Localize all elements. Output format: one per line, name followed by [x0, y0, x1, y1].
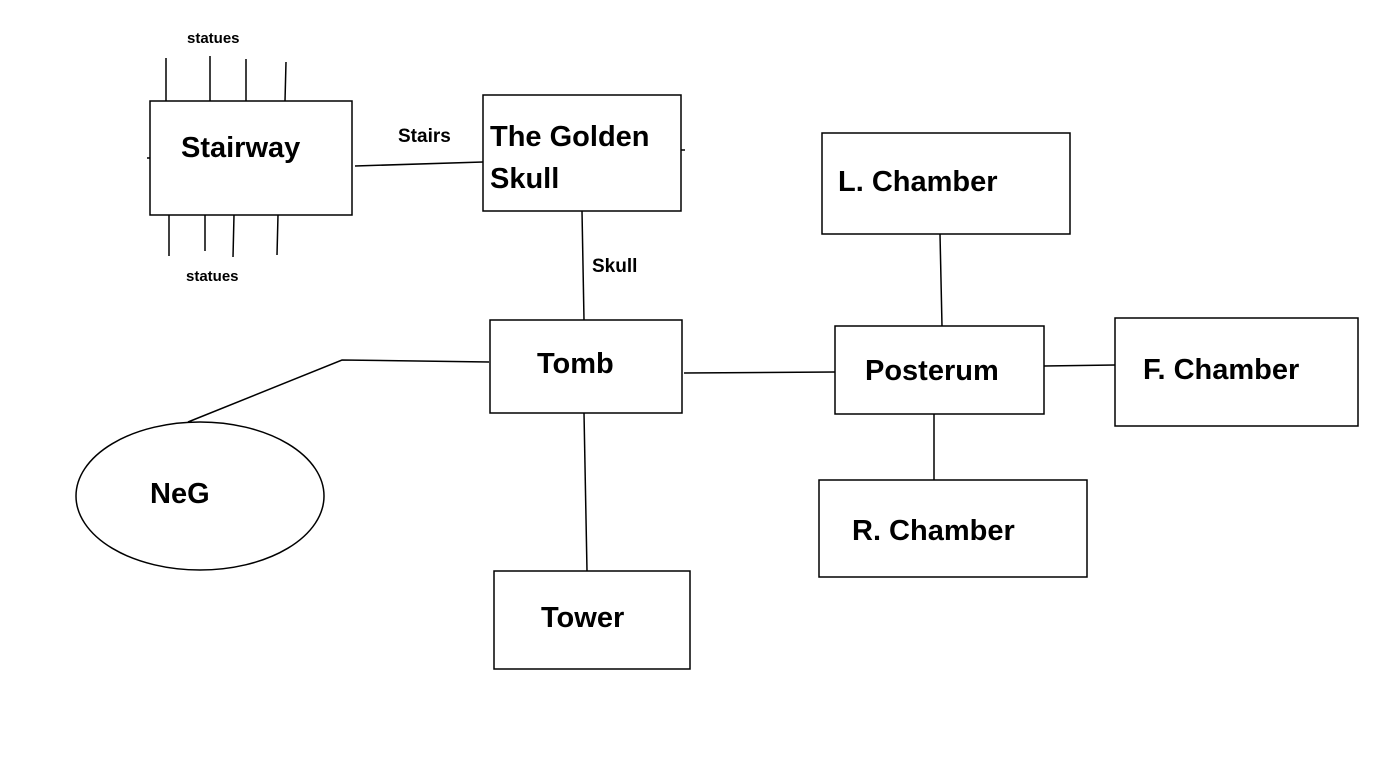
edges: [147, 149, 1116, 572]
node-l-chamber: L. Chamber: [821, 132, 1071, 235]
label-statues-top: statues: [187, 30, 240, 47]
edge-stairway-golden-skull: [354, 161, 484, 167]
statues-top-lines: [165, 56, 287, 102]
node-golden-skull: The Golden Skull: [482, 94, 682, 212]
node-golden-skull-label-line1: The Golden: [490, 121, 650, 153]
statue-line: [276, 214, 279, 256]
edge-label-stairs: Stairs: [398, 126, 451, 147]
edge-tomb-neg: [187, 359, 490, 423]
edge-tomb-posterum: [683, 371, 836, 374]
label-statues-bottom: statues: [186, 268, 239, 285]
statue-line: [232, 214, 235, 258]
node-f-chamber: F. Chamber: [1114, 317, 1359, 427]
statues-bottom-lines: [168, 214, 279, 258]
node-posterum: Posterum: [834, 325, 1045, 415]
edge-golden-skull-tomb: [581, 210, 585, 321]
edge-l-chamber-posterum: [939, 233, 943, 327]
node-tomb: Tomb: [489, 319, 683, 414]
edge-label-skull: Skull: [592, 256, 637, 277]
statue-line: [284, 61, 287, 102]
edge-posterum-f-chamber: [1043, 364, 1116, 367]
node-l-chamber-label: L. Chamber: [838, 166, 998, 198]
node-r-chamber: R. Chamber: [818, 479, 1088, 578]
node-posterum-label: Posterum: [865, 355, 999, 387]
node-neg-label: NeG: [150, 478, 210, 510]
node-golden-skull-label-line2: Skull: [490, 163, 559, 195]
node-stairway: Stairway: [149, 100, 353, 216]
node-r-chamber-label: R. Chamber: [852, 515, 1015, 547]
node-stairway-label: Stairway: [181, 132, 300, 164]
node-tomb-label: Tomb: [537, 348, 614, 380]
node-neg: NeG: [75, 421, 325, 571]
node-tower-label: Tower: [541, 602, 624, 634]
edge-tomb-tower: [583, 412, 588, 572]
node-tower: Tower: [493, 570, 691, 670]
node-f-chamber-label: F. Chamber: [1143, 354, 1299, 386]
